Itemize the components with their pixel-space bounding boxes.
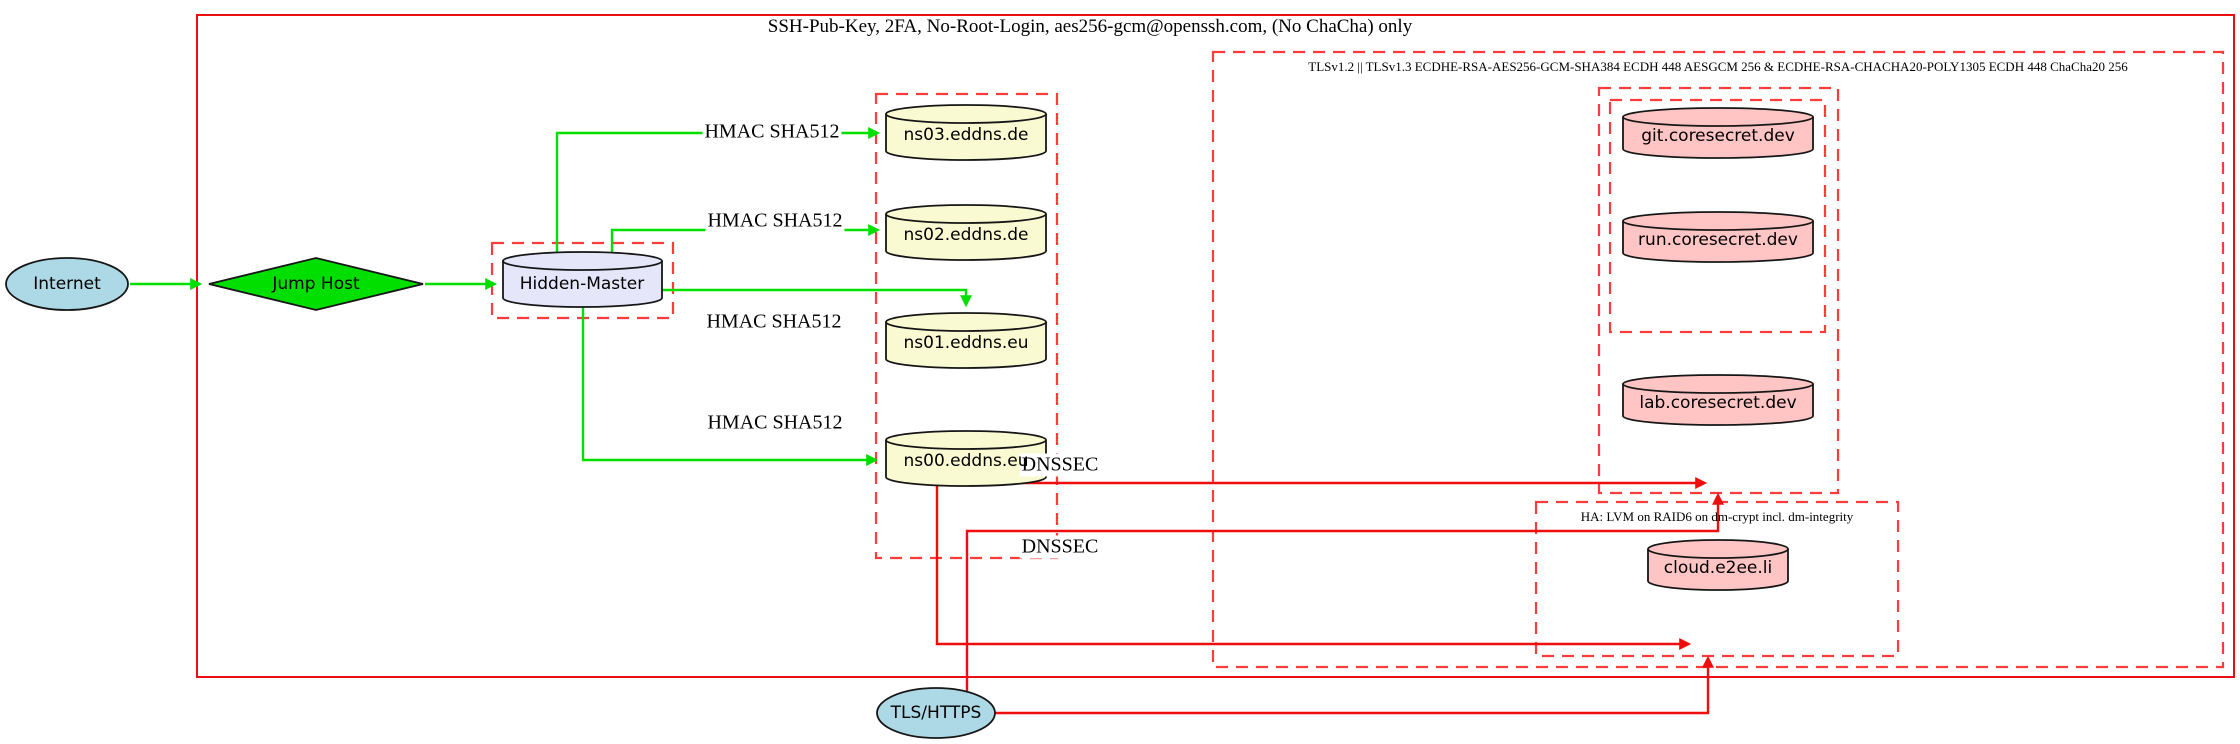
- cloud-node: [1647, 539, 1789, 591]
- tls-cluster-label: TLSv1.2 || TLSv1.3 ECDHE-RSA-AES256-GCM-…: [1308, 59, 2128, 74]
- coresecret-inner-cluster-box: [1608, 98, 1827, 334]
- hmac-label-ns03: HMAC SHA512: [702, 120, 842, 144]
- edge-tlshttps-ha: [995, 655, 1714, 715]
- hmac-label-ns00: HMAC SHA512: [705, 411, 845, 435]
- ns02-node: [885, 204, 1047, 261]
- cloud-node-label: cloud.e2ee.li: [1663, 558, 1773, 578]
- git-node-label: git.coresecret.dev: [1641, 126, 1795, 146]
- run-node-label: run.coresecret.dev: [1638, 230, 1798, 250]
- edge-hiddenmaster-ns00: [581, 307, 879, 466]
- edge-tlshttps-coresecret: [965, 492, 1724, 691]
- hmac-label-ns01: HMAC SHA512: [704, 310, 844, 334]
- ns01-node: [885, 312, 1047, 369]
- dnssec-label-1: DNSSEC: [1019, 453, 1101, 477]
- jump-host-node-label: Jump Host: [272, 274, 360, 294]
- lab-node: [1622, 374, 1814, 426]
- ns01-node-label: ns01.eddns.eu: [903, 333, 1029, 353]
- tls-cluster-box: [1211, 50, 2225, 669]
- git-node: [1622, 107, 1814, 159]
- jump-host-node: [208, 257, 424, 311]
- dnssec-label-2: DNSSEC: [1019, 535, 1101, 559]
- ssh-perimeter-box: [196, 14, 2235, 678]
- ns03-node: [885, 104, 1047, 161]
- hidden-master-node-label: Hidden-Master: [519, 274, 645, 294]
- edge-hiddenmaster-ns01: [662, 288, 972, 308]
- edge-dnssec-ha: [935, 483, 1692, 650]
- hidden-master-node: [502, 251, 663, 308]
- internet-node: [5, 257, 129, 311]
- ssh-perimeter-label: SSH-Pub-Key, 2FA, No-Root-Login, aes256-…: [767, 16, 1413, 37]
- ns00-node-label: ns00.eddns.eu: [903, 451, 1029, 471]
- run-node: [1622, 211, 1814, 263]
- dns-cluster-box: [874, 92, 1059, 560]
- tls-https-node: [876, 687, 996, 739]
- ha-cluster-label: HA: LVM on RAID6 on dm-crypt incl. dm-in…: [1580, 509, 1854, 524]
- internet-node-label: Internet: [33, 274, 101, 294]
- edge-hiddenmaster-ns03: [555, 127, 881, 252]
- lab-node-label: lab.coresecret.dev: [1639, 393, 1797, 413]
- edge-hiddenmaster-ns02: [610, 224, 881, 252]
- tls-https-node-label: TLS/HTTPS: [890, 703, 982, 723]
- ns00-node: [885, 430, 1047, 487]
- hmac-label-ns02: HMAC SHA512: [705, 209, 845, 233]
- ns03-node-label: ns03.eddns.de: [903, 125, 1029, 145]
- ns02-node-label: ns02.eddns.de: [903, 225, 1029, 245]
